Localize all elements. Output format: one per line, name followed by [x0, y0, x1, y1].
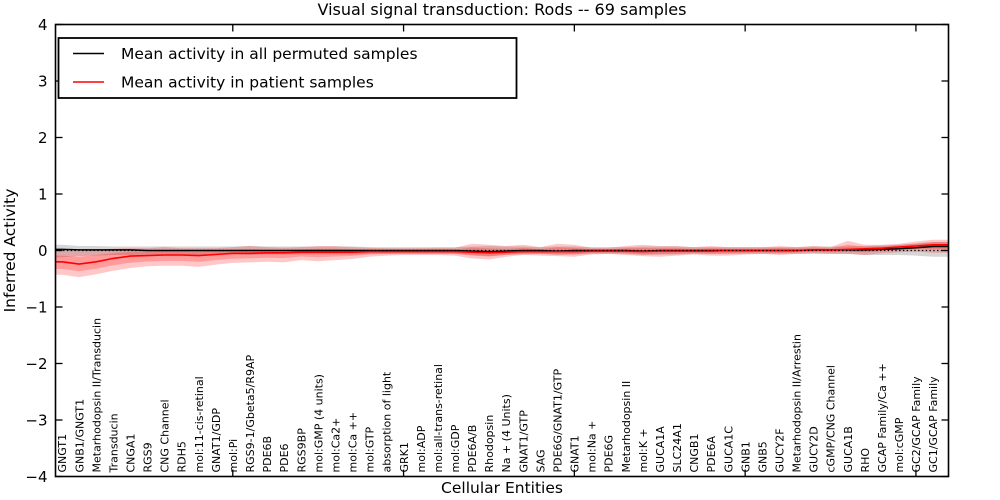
x-category-label: GUCA1B: [842, 426, 855, 472]
x-category-label: GNAT1/GDP: [210, 408, 223, 473]
y-tick-label: −4: [25, 468, 47, 486]
x-category-label: mol:GMP (4 units): [312, 374, 325, 472]
x-axis-label: Cellular Entities: [441, 479, 563, 497]
y-tick-label: −1: [25, 299, 47, 317]
x-category-label: GRK1: [398, 442, 411, 472]
x-category-label: RGS9-1/Gbeta5/R9AP: [244, 354, 257, 472]
x-category-label: mol:all-trans-retinal: [432, 364, 445, 472]
x-category-label: GNB1: [739, 441, 752, 472]
x-category-label: GCAP Family/Ca ++: [876, 363, 889, 472]
x-category-label: GC2/GCAP Family: [910, 376, 923, 473]
x-category-label: CNG Channel: [159, 399, 172, 472]
x-category-label: GNAT1: [569, 435, 582, 472]
x-category-label: mol:ADP: [415, 425, 428, 472]
y-tick-label: 1: [38, 186, 48, 204]
x-category-label: GNGT1: [56, 434, 69, 473]
patient-band-inner: [55, 242, 949, 272]
y-tick-label: −3: [25, 412, 47, 430]
x-category-label: mol:GTP: [364, 426, 377, 472]
x-category-label: absorption of light: [381, 371, 394, 472]
mean-lines: [55, 244, 949, 265]
x-category-labels: GNGT1 GNB1/GNGT1 Metarhodopsin II/Transduc…: [56, 318, 940, 474]
legend-label-permuted: Mean activity in all permuted samples: [121, 45, 418, 63]
patient-band: [55, 239, 949, 278]
x-category-label: PDE6G/GNAT1/GTP: [552, 369, 565, 473]
legend: Mean activity in all permuted samples Me…: [57, 37, 518, 99]
x-category-label: SAG: [534, 449, 547, 472]
x-category-label: PDE6B: [261, 436, 274, 473]
x-category-label: SLC24A1: [671, 423, 684, 472]
x-category-label: RHO: [859, 448, 872, 473]
x-category-label: Na + (4 Units): [500, 394, 513, 472]
x-category-label: GNB5: [756, 441, 769, 472]
x-category-label: mol:GDP: [449, 424, 462, 472]
legend-label-patient: Mean activity in patient samples: [121, 74, 374, 92]
y-tick-label: 2: [38, 129, 48, 147]
x-category-label: GUCA1A: [654, 426, 667, 473]
x-category-label: Metarhodopsin II: [620, 381, 633, 473]
x-category-label: mol:Ca ++: [347, 412, 360, 473]
x-category-label: CNGA1: [125, 434, 138, 473]
x-category-label: RDH5: [176, 441, 189, 472]
x-category-label: PDE6A: [705, 435, 718, 472]
x-category-label: GUCY2F: [774, 428, 787, 472]
x-category-label: mol:K +: [637, 428, 650, 472]
x-category-label: Metarhodopsin II/Transducin: [90, 318, 103, 473]
x-category-label: GUCA1C: [722, 426, 735, 473]
x-category-label: GUCY2D: [808, 426, 821, 472]
x-category-label: Metarhodopsin II/Arrestin: [791, 334, 804, 472]
y-tick-label: −2: [25, 355, 47, 373]
axes-frame: [54, 23, 950, 478]
x-category-label: RGS9BP: [295, 428, 308, 473]
patient-mean-line: [55, 244, 949, 265]
x-category-label: mol:Pi: [227, 439, 240, 473]
axis-ticks: −4 −3 −2 −1 0 1 2 3 4: [25, 16, 949, 486]
x-category-label: mol:cGMP: [893, 417, 906, 472]
confidence-bands: [55, 239, 949, 278]
y-axis-label: Inferred Activity: [1, 189, 19, 313]
x-category-label: PDE6: [278, 443, 291, 472]
x-category-label: GNB1/GNGT1: [73, 399, 86, 473]
x-category-label: PDE6G: [603, 435, 616, 473]
x-category-label: cGMP/CNG Channel: [825, 365, 838, 473]
x-category-label: mol:11-cis-retinal: [193, 376, 206, 472]
x-category-label: CNGB1: [688, 434, 701, 473]
y-tick-label: 0: [38, 242, 48, 260]
chart-title: Visual signal transduction: Rods -- 69 s…: [318, 0, 687, 19]
x-category-label: GC1/GCAP Family: [927, 376, 940, 473]
y-tick-label: 4: [38, 16, 48, 34]
legend-box: [57, 37, 518, 99]
x-category-label: RGS9: [142, 442, 155, 472]
x-category-label: mol:Na +: [586, 421, 599, 473]
x-category-label: PDE6A/B: [466, 425, 479, 473]
x-category-label: Transducin: [107, 413, 120, 473]
x-category-label: GNAT1/GTP: [517, 410, 530, 473]
y-tick-label: 3: [38, 73, 48, 91]
x-category-label: mol:Ca2+: [330, 418, 343, 473]
x-category-label: Rhodopsin: [483, 415, 496, 473]
